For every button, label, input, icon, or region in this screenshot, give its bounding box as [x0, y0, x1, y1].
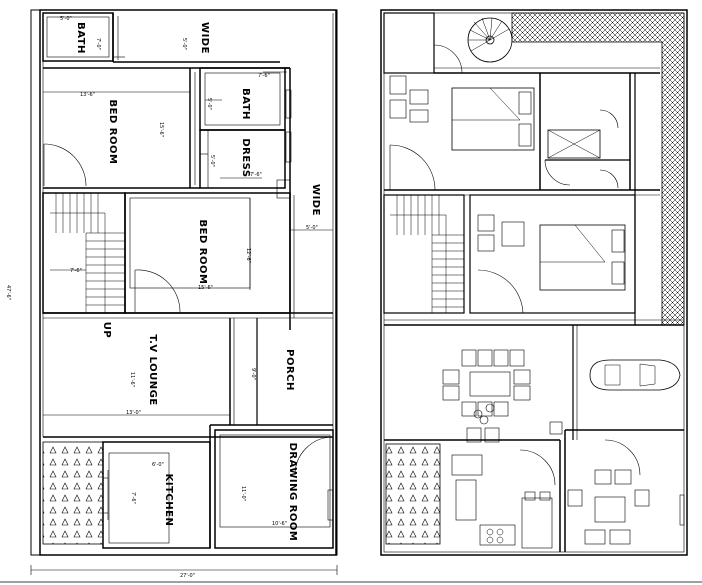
right-plot-wall: [380, 9, 688, 556]
lounge-sofa-set: [442, 349, 531, 417]
left-plan-labels: BATH WIDE BATH BED ROOM DRESS WIDE BED R…: [75, 22, 321, 541]
label-bath-mid: BATH: [240, 88, 251, 120]
label-up: UP: [101, 322, 112, 338]
dim-wide-right-w: 5'-0": [306, 225, 318, 231]
bed-2: [539, 224, 626, 291]
label-kitchen: KITCHEN: [163, 474, 174, 527]
spiral-stair: [467, 17, 513, 63]
terrace-hatch: [511, 12, 685, 326]
car: [589, 359, 681, 391]
dim-dress-w: 7'-6": [250, 172, 262, 178]
dim-dress-h: 5'-0": [209, 155, 215, 167]
dim-overall-width: 27'-0": [180, 573, 195, 579]
dim-wide-top-h: 5'-0": [181, 38, 187, 50]
label-dress: DRESS: [240, 138, 251, 177]
dim-bed1-w: 13'-6": [80, 92, 95, 98]
left-plot-wall: [39, 9, 337, 556]
label-bed-room-1: BED ROOM: [107, 100, 118, 165]
dim-bed2-w: 15'-6": [198, 285, 213, 291]
dim-porch-w: 9'-0": [250, 368, 256, 380]
dim-kitchen-w: 6'-0": [152, 462, 164, 468]
dim-lounge-w: 13'-0": [126, 410, 141, 416]
dim-overall-depth: 47'-6": [5, 285, 11, 300]
label-bath-top: BATH: [75, 22, 86, 54]
label-wide-right: WIDE: [310, 184, 321, 216]
dim-stair-w: 7'-6": [70, 268, 82, 274]
dim-drawing-w: 10'-6": [272, 521, 287, 527]
dim-bath-top-h: 7'-0": [95, 38, 101, 50]
label-bed-room-2: BED ROOM: [197, 220, 208, 285]
label-wide-top: WIDE: [199, 22, 210, 54]
dim-kitchen-h: 7'-6": [130, 492, 136, 504]
dim-bath-mid-h: 5'-0": [206, 98, 212, 110]
bed-1: [451, 87, 535, 151]
kitchen-hatch: [42, 441, 104, 545]
dim-bath-mid-w: 7'-6": [258, 73, 270, 79]
dim-bed1-h: 15'-6": [158, 122, 164, 137]
dim-bed2-h: 12'-6": [245, 248, 251, 263]
left-floor-plan: [30, 9, 338, 575]
label-drawing-room: DRAWING ROOM: [287, 443, 298, 542]
dim-lounge-h: 11'-6": [129, 372, 135, 387]
label-tv-lounge: T.V LOUNGE: [147, 334, 158, 405]
left-plan-dimensions: 5'-0" 7'-0" 5'-0" 7'-6" 5'-0" 13'-6" 15'…: [5, 16, 318, 579]
label-porch: PORCH: [284, 349, 295, 391]
right-floor-plan: [380, 9, 688, 556]
dim-drawing-h: 11'-0": [240, 486, 246, 501]
dim-bath-top-w: 5'-0": [60, 16, 72, 22]
